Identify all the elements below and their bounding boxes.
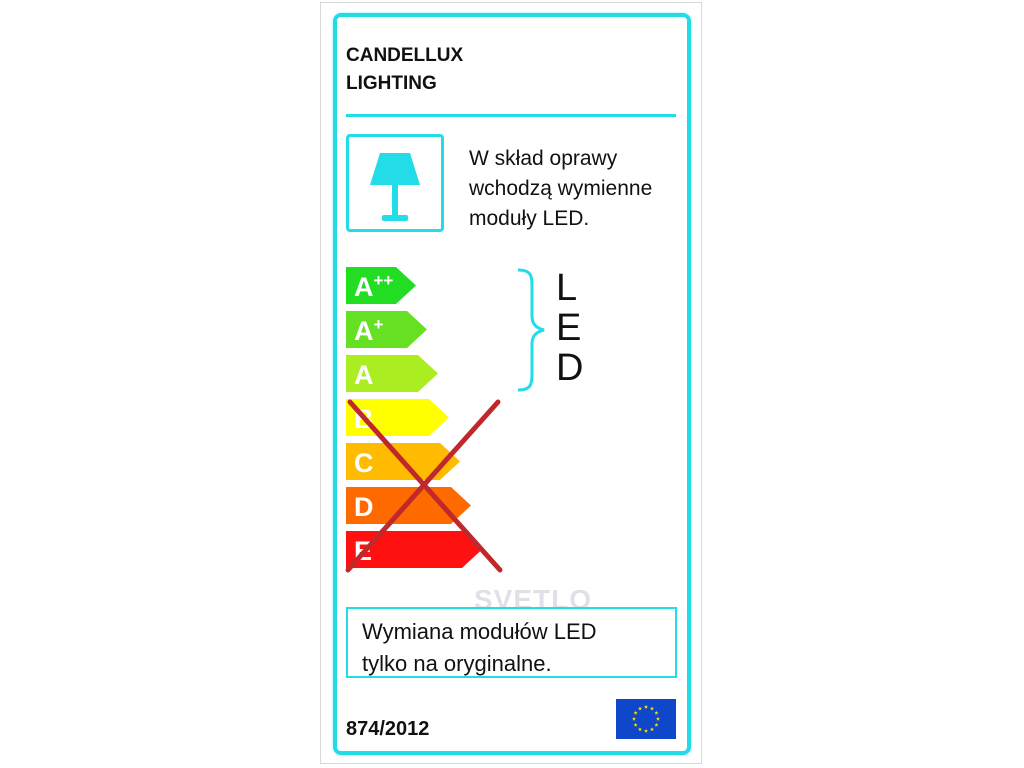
table-lamp-icon bbox=[370, 153, 420, 221]
lamp-icon-box bbox=[346, 134, 444, 232]
flag-star bbox=[631, 716, 637, 721]
led-letter-e: E bbox=[556, 307, 582, 349]
led-brace bbox=[512, 268, 548, 397]
flag-star bbox=[654, 722, 659, 727]
flag-star bbox=[637, 706, 643, 711]
energy-class-suffix: ++ bbox=[374, 271, 394, 290]
energy-class-letter: A bbox=[354, 360, 374, 390]
flag-star bbox=[643, 704, 649, 709]
intro-line-3: moduły LED. bbox=[469, 207, 590, 230]
energy-class-2: A+ bbox=[346, 311, 427, 348]
brand-name: CANDELLUX LIGHTING bbox=[346, 42, 463, 98]
regulation-number: 874/2012 bbox=[346, 718, 430, 740]
note-line-1: Wymiana modułów LED bbox=[362, 619, 597, 644]
energy-class-arrow bbox=[346, 531, 482, 568]
led-type-label: L E D bbox=[556, 268, 586, 388]
not-applicable-cross bbox=[344, 398, 504, 581]
flag-star bbox=[633, 722, 638, 727]
flag-star bbox=[654, 710, 659, 715]
eu-flag-icon bbox=[616, 699, 676, 739]
energy-scale: A++A+ABCDE bbox=[346, 267, 486, 577]
note-box bbox=[346, 607, 677, 678]
flag-star bbox=[643, 728, 649, 733]
note-line-2: tylko na oryginalne. bbox=[362, 651, 552, 676]
energy-scale-svg: A++A+ABCDE bbox=[346, 267, 482, 568]
header-divider bbox=[346, 114, 676, 117]
intro-line-2: wchodzą wymienne bbox=[469, 177, 653, 200]
led-letter-d: D bbox=[556, 347, 584, 389]
flag-star bbox=[649, 727, 655, 732]
energy-class-suffix: + bbox=[374, 315, 384, 334]
eu-flag bbox=[616, 699, 676, 744]
led-letter-l: L bbox=[556, 267, 578, 309]
brand-line-1: CANDELLUX bbox=[346, 45, 464, 66]
label-frame bbox=[333, 13, 691, 755]
watermark: SVETLO bbox=[474, 584, 593, 615]
note-text: Wymiana modułów LED tylko na oryginalne. bbox=[362, 616, 662, 680]
brand-line-2: LIGHTING bbox=[346, 73, 437, 94]
flag-star bbox=[655, 716, 661, 721]
energy-class-arrow bbox=[346, 267, 416, 304]
red-cross-mark bbox=[345, 399, 503, 573]
energy-class-letter: D bbox=[354, 492, 374, 522]
brace-icon bbox=[517, 268, 545, 392]
intro-line-1: W skład oprawy bbox=[469, 147, 618, 170]
energy-class-arrow bbox=[346, 355, 438, 392]
energy-class-3: A bbox=[346, 355, 438, 392]
flag-star bbox=[649, 706, 655, 711]
energy-class-arrow bbox=[346, 311, 427, 348]
energy-class-1: A++ bbox=[346, 267, 416, 304]
intro-text: W skład oprawy wchodzą wymienne moduły L… bbox=[469, 144, 689, 234]
flag-star bbox=[633, 710, 638, 715]
flag-star bbox=[637, 727, 643, 732]
energy-class-letter: C bbox=[354, 448, 374, 478]
